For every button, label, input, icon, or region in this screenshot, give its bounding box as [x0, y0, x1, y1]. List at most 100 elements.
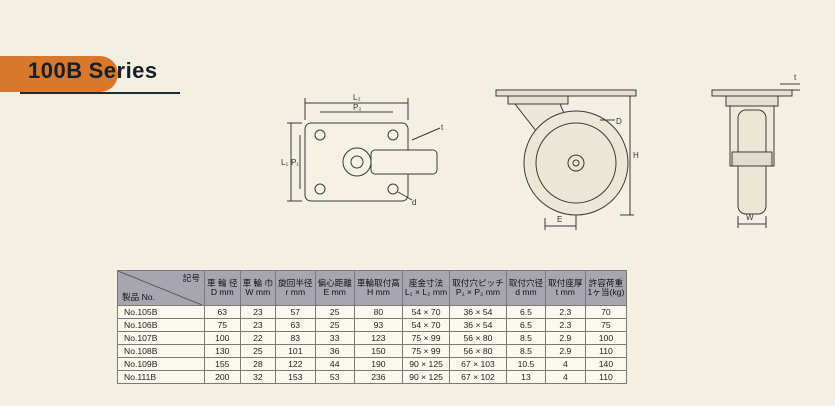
label-t: t	[441, 123, 444, 132]
table-cell: 90 × 125	[401, 357, 451, 371]
label-W: W	[746, 213, 754, 222]
table-cell: E mm	[323, 287, 346, 297]
table-cell: 63	[204, 305, 241, 319]
table-cell: 2.3	[545, 305, 586, 319]
table-cell: No.105B	[117, 305, 205, 319]
table-cell: 1ヶ当(kg)	[587, 287, 625, 297]
table-cell: No.108B	[117, 344, 205, 358]
table-cell: 93	[353, 318, 403, 332]
table-cell: 2.9	[545, 344, 586, 358]
table-cell: 車輪取付高	[356, 278, 400, 288]
table-cell: No.106B	[117, 318, 205, 332]
table-cell: 22	[239, 331, 277, 345]
front-view-drawing: t W	[711, 73, 800, 228]
table-cell: 28	[239, 357, 277, 371]
table-cell: 54 × 70	[401, 305, 451, 319]
table-cell: 153	[275, 370, 316, 384]
table-cell: 155	[204, 357, 241, 371]
table-cell: 10.5	[505, 357, 547, 371]
corner-top-label: 記号	[182, 273, 200, 283]
table-cell: 56 × 80	[449, 331, 507, 345]
table-cell: 70	[584, 305, 628, 319]
table-cell: 25	[239, 344, 277, 358]
table-cell: 6.5	[505, 305, 547, 319]
header-underline	[20, 92, 180, 94]
table-cell: 座金寸法	[408, 278, 444, 288]
table-cell: 44	[314, 357, 355, 371]
technical-drawings: L₂ P₂ L₁ P₁ t d D H E	[281, 73, 800, 230]
table-cell: 取付穴ピッチ	[452, 278, 504, 288]
table-cell: 25	[314, 318, 355, 332]
table-cell: 8.5	[505, 344, 547, 358]
table-cell: 130	[204, 344, 241, 358]
table-cell: 33	[314, 331, 355, 345]
table-cell: 取付座厚	[548, 278, 583, 288]
table-cell: 8.5	[505, 331, 547, 345]
table-cell: L₁ × L₂ mm	[404, 287, 448, 297]
table-cell: 偏心距離	[317, 278, 352, 288]
table-cell: 32	[239, 370, 277, 384]
table-cell: No.107B	[117, 331, 205, 345]
table-cell: 67 × 103	[449, 357, 507, 371]
table-cell: 110	[584, 370, 628, 384]
table-cell: 140	[584, 357, 628, 371]
table-cell: 13	[505, 370, 547, 384]
label-p1: P₁	[291, 158, 299, 167]
side-view-drawing: D H E	[495, 89, 639, 230]
table-cell: 取付穴径	[508, 278, 544, 288]
table-cell: 53	[314, 370, 355, 384]
table-cell: 110	[584, 344, 628, 358]
table-cell: 車 輪 径	[207, 278, 238, 288]
table-cell: 25	[314, 305, 355, 319]
table-cell: r mm	[285, 287, 306, 297]
table-cell: 90 × 125	[401, 370, 451, 384]
table-cell: H mm	[366, 287, 390, 297]
table-cell: 許容荷重	[588, 278, 624, 288]
series-word: Series	[88, 58, 158, 83]
table-cell: d mm	[515, 287, 537, 297]
table-cell: 36	[314, 344, 355, 358]
table-cell: 旋回半径	[278, 278, 313, 288]
table-cell: 83	[275, 331, 316, 345]
table-cell: W mm	[245, 287, 271, 297]
corner-header-cell: 記号 製品 No.	[117, 270, 205, 306]
series-pill-badge	[0, 56, 118, 92]
table-cell: 75	[204, 318, 241, 332]
table-cell: 100	[584, 331, 628, 345]
table-cell: 75 × 99	[401, 344, 451, 358]
table-cell: 150	[353, 344, 403, 358]
table-cell: D mm	[210, 287, 234, 297]
table-cell: 4	[545, 357, 586, 371]
label-d-small: d	[412, 198, 416, 207]
table-cell: 63	[275, 318, 316, 332]
label-l1: L₁	[281, 158, 288, 167]
table-cell: 101	[275, 344, 316, 358]
table-cell: 2.3	[545, 318, 586, 332]
table-cell: 6.5	[505, 318, 547, 332]
table-cell: t mm	[555, 287, 575, 297]
table-cell: 23	[239, 318, 277, 332]
label-E: E	[557, 215, 562, 224]
table-cell: 36 × 54	[449, 318, 507, 332]
label-l2: L₂	[353, 93, 361, 102]
table-cell: 54 × 70	[401, 318, 451, 332]
